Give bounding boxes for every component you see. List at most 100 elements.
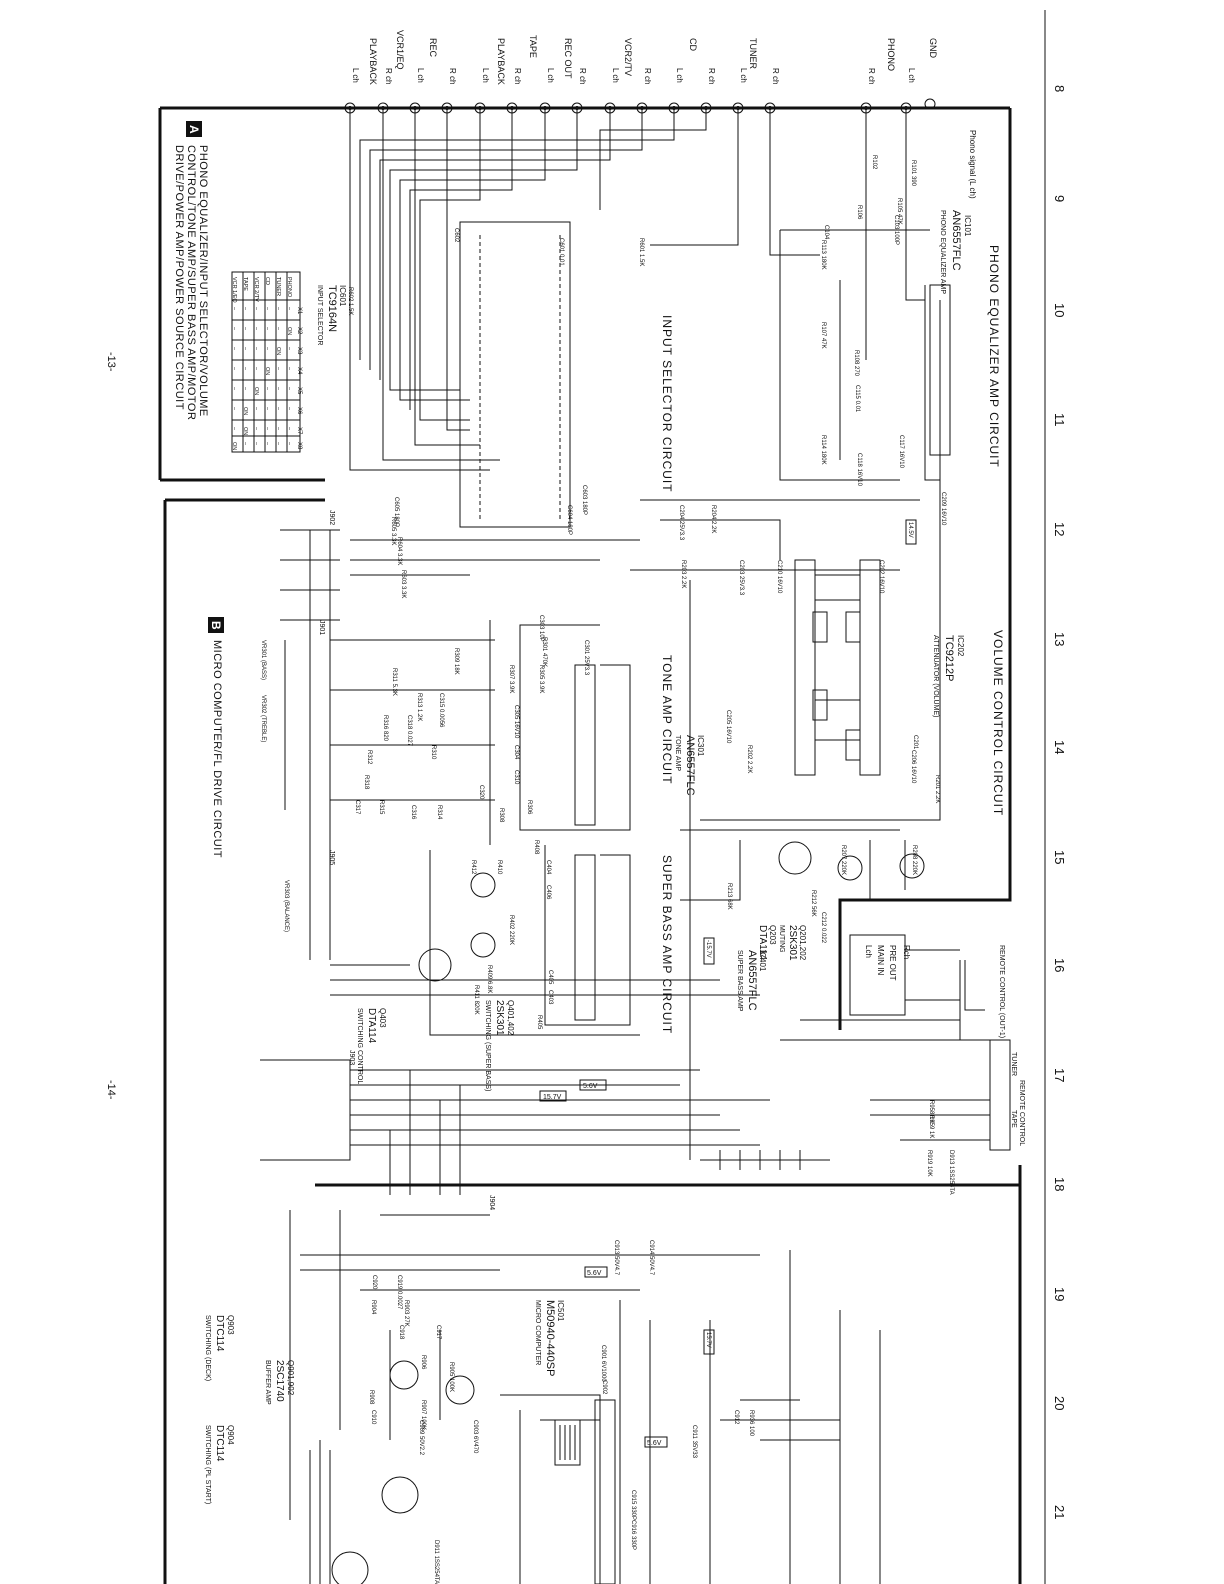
q201-ref: Q201,202 bbox=[798, 925, 807, 961]
grid-ruler: 8 9 10 11 12 13 14 15 16 17 18 19 20 21 bbox=[1052, 85, 1067, 1519]
component-label-r311: R311 5.3K bbox=[391, 668, 397, 696]
component-label-c918: C918 bbox=[398, 1325, 404, 1340]
voltage-tag: 5.6V bbox=[587, 1270, 602, 1277]
circuit-title-volume: VOLUME CONTROL CIRCUIT bbox=[991, 630, 1005, 816]
rca-jack-center bbox=[672, 106, 676, 110]
component-label-r409: R409 6.8K bbox=[486, 965, 492, 993]
vr301-label: VR301 (BASS) bbox=[260, 640, 266, 680]
component-label-r959: R959 1K bbox=[928, 1115, 934, 1138]
circuit-title-input-selector: INPUT SELECTOR CIRCUIT bbox=[660, 315, 674, 493]
rca-jack bbox=[539, 102, 551, 114]
lch-label: Lch bbox=[864, 945, 873, 958]
q401-desc: SWITCHING (SUPER BASS) bbox=[484, 1000, 491, 1091]
vr302-label: VR302 (TREBLE) bbox=[260, 695, 266, 742]
table-cell: – bbox=[275, 427, 281, 431]
rch-label: Rch bbox=[902, 945, 911, 959]
table-cell: ON bbox=[231, 442, 237, 450]
voltage-tag: 5.6V bbox=[647, 1440, 662, 1447]
component-label-r301: R301 470K bbox=[541, 637, 547, 667]
component-label-c304: C304 bbox=[513, 745, 519, 760]
connector-j905: J905 bbox=[328, 850, 335, 865]
q403-desc: SWITCHING CONTROL bbox=[356, 1008, 363, 1084]
component-label-c913: C913 50V4.7 bbox=[613, 1240, 619, 1276]
component-label-r108: R108 270 bbox=[853, 350, 859, 377]
grid-number: 21 bbox=[1052, 1505, 1067, 1519]
jack-group-label: PHONO bbox=[886, 38, 896, 71]
table-cell: – bbox=[275, 442, 281, 446]
table-cell: ON bbox=[275, 347, 281, 355]
component-label-r207: R207 220K bbox=[840, 845, 846, 875]
rca-jack bbox=[900, 102, 912, 114]
table-cell: – bbox=[264, 347, 270, 351]
rca-jack-center bbox=[575, 106, 579, 110]
table-cell: – bbox=[253, 367, 259, 371]
grid-number: 17 bbox=[1052, 1068, 1067, 1082]
rca-jack-center bbox=[904, 106, 908, 110]
ic501-part: M50940-440SP bbox=[544, 1300, 556, 1376]
grid-number: 13 bbox=[1052, 632, 1067, 646]
component-label-c104: C104 bbox=[823, 225, 829, 240]
table-cell: – bbox=[264, 407, 270, 411]
component-label-r907: R907 100K bbox=[420, 1400, 426, 1430]
component-label-c916: C916 330P bbox=[630, 1520, 636, 1550]
rca-jack-center bbox=[640, 106, 644, 110]
table-cell: – bbox=[286, 407, 292, 411]
jack-group-label: REC OUT bbox=[563, 38, 573, 79]
table-cell: – bbox=[264, 327, 270, 331]
component-label-d911: D911 1SS254TA bbox=[433, 1540, 439, 1584]
jack-group-label: GND bbox=[928, 38, 938, 59]
table-cell: – bbox=[264, 387, 270, 391]
component-label-r410: R410 bbox=[496, 860, 502, 875]
section-b-title: B MICRO COMPUTER/FL DRIVE CIRCUIT bbox=[208, 617, 224, 858]
component-label-c901: C901 6V1000 bbox=[600, 1345, 606, 1382]
jack-channel-label: R ch bbox=[707, 68, 716, 84]
component-label-r402: R402 220K bbox=[508, 915, 514, 945]
rca-jack bbox=[377, 102, 389, 114]
table-cell: – bbox=[286, 307, 292, 311]
circuit-title-super-bass: SUPER BASS AMP CIRCUIT bbox=[660, 855, 674, 1034]
rca-jack-center bbox=[478, 106, 482, 110]
component-label-c902: C902 bbox=[601, 1380, 607, 1395]
component-label-c912: C912 bbox=[733, 1410, 739, 1425]
q403-part: DTA114 bbox=[366, 1008, 377, 1044]
component-label-c303: C303 10P bbox=[538, 615, 544, 642]
voltage-tags: 5.6V 15.7V 5.6V 5.6V 15.7V 14.5V -15.7V bbox=[539, 519, 917, 1448]
selector-table: X1X2X3X4X5X6X7X8PHONO–ON––––––TUNER––ON–… bbox=[231, 271, 302, 453]
jack-group-label: TUNER bbox=[748, 38, 758, 69]
jack-group-label: CD bbox=[688, 38, 698, 51]
component-label-r309: R309 18K bbox=[453, 648, 459, 675]
q903-desc: SWITCHING (DECK) bbox=[204, 1315, 211, 1381]
q901-part: 2SC1740 bbox=[274, 1360, 285, 1402]
ic202-part: TC9212P bbox=[943, 635, 955, 681]
jack-channel-label: L ch bbox=[611, 68, 620, 83]
component-label-c209: C209 16V10 bbox=[940, 492, 946, 526]
component-label-c920: C920 bbox=[371, 1275, 377, 1290]
component-label-r605: R605 3.3K bbox=[390, 517, 396, 545]
table-cell: – bbox=[253, 407, 259, 411]
transistor-labels: Q201,202 2SK301 MUTING Q203 DTA114 Q401,… bbox=[204, 925, 807, 1504]
component-label-r101: R101 390 bbox=[910, 160, 916, 187]
jack-channel-label: R ch bbox=[448, 68, 457, 84]
component-label-r306: R306 bbox=[526, 800, 532, 815]
component-label-c201: C201 bbox=[912, 735, 918, 750]
main-in-label: MAIN IN bbox=[876, 945, 885, 975]
tape-remote-label: TAPE bbox=[1010, 1110, 1017, 1128]
ic501-ref: IC501 bbox=[556, 1300, 565, 1322]
component-label-r202: R202 2.2K bbox=[746, 745, 752, 773]
component-label-c603: C603 180P bbox=[581, 485, 587, 515]
ic601-part: TC9164N bbox=[326, 285, 338, 332]
component-label-c212: C212 0.022 bbox=[820, 912, 826, 944]
table-cell: – bbox=[242, 347, 248, 351]
rca-jack-center bbox=[413, 106, 417, 110]
component-label-r213: R213 68K bbox=[726, 883, 732, 910]
rca-jack bbox=[571, 102, 583, 114]
component-label-r919: R919 10K bbox=[926, 1150, 932, 1177]
rca-jack-center bbox=[543, 106, 547, 110]
table-cell: – bbox=[275, 307, 281, 311]
connector-j902: J902 bbox=[328, 510, 335, 525]
rca-jack-center bbox=[445, 106, 449, 110]
component-label-r315: R315 bbox=[378, 800, 384, 815]
component-label-r212: R212 56K bbox=[810, 890, 816, 917]
component-label-c103: C103 100P bbox=[893, 215, 899, 245]
table-cell: – bbox=[253, 442, 259, 446]
